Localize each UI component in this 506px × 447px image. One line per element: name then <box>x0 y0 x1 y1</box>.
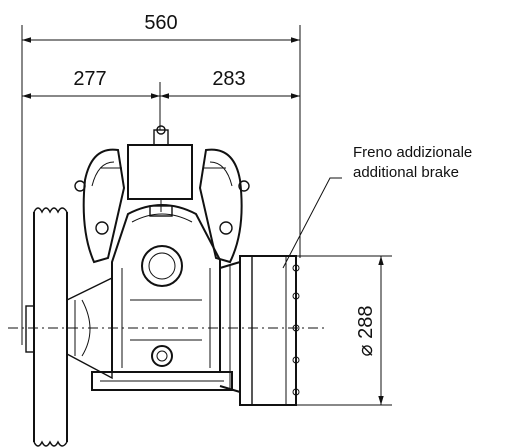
dim-left-width: 277 <box>73 68 106 90</box>
dim-right-width: 283 <box>212 68 245 90</box>
callout-line-2: additional brake <box>353 164 459 181</box>
machine-body <box>25 125 300 447</box>
dim-overall-width: 560 <box>144 12 177 34</box>
dimension-lines <box>21 25 392 406</box>
dim-brake-diameter: ⌀ 288 <box>355 306 377 357</box>
brake-callout <box>282 177 342 269</box>
callout-line-1: Freno addizionale <box>353 144 472 161</box>
